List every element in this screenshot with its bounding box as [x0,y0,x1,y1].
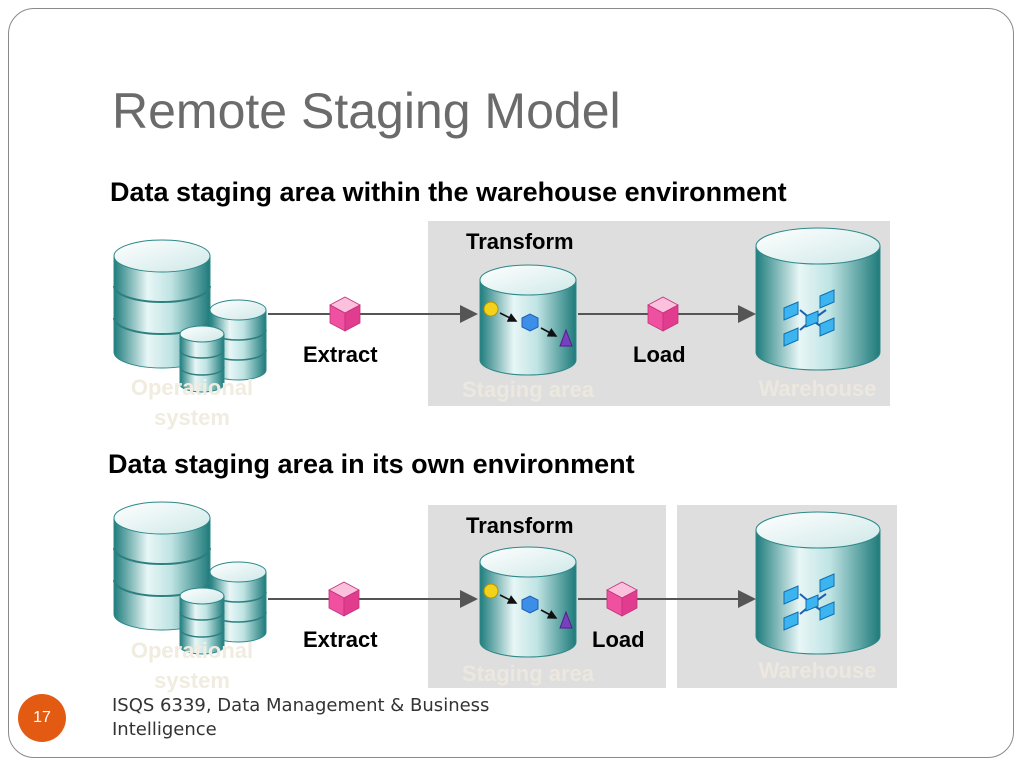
warehouse-db-icon [755,227,881,371]
load-data-cube-icon [647,296,679,332]
top-load-label: Load [633,342,686,367]
bottom-diagram-heading: Data staging area in its own environment [108,449,635,479]
bottom-transform-label: Transform [466,513,574,538]
top-staging-area-label: Staging area [461,377,595,402]
top-operational-system-label: Operational system [130,375,254,430]
footer-course-title: ISQS 6339, Data Management & Business In… [112,695,490,740]
staging-area-db-icon [480,265,576,375]
bottom-extract-label: Extract [303,627,378,652]
operational-system-db-icon [113,239,267,393]
extract-data-cube-icon-2 [328,581,360,617]
top-warehouse-label: Warehouse [758,376,877,401]
load-data-cube-icon-2 [606,581,638,617]
bottom-operational-system-label: Operational system [130,638,254,693]
page-number-badge: 17 [18,694,66,742]
staging-area-db-icon-2 [480,547,576,657]
slide-frame [8,8,1014,758]
top-diagram-heading: Data staging area within the warehouse e… [110,177,787,207]
bottom-staging-area-label: Staging area [461,661,595,686]
extract-data-cube-icon [329,296,361,332]
bottom-warehouse-label: Warehouse [758,658,877,683]
top-transform-label: Transform [466,229,574,254]
operational-system-db-icon-2 [113,501,267,655]
warehouse-db-icon-2 [755,511,881,655]
bottom-load-label: Load [592,627,645,652]
top-extract-label: Extract [303,342,378,367]
slide-title: Remote Staging Model [112,83,621,139]
